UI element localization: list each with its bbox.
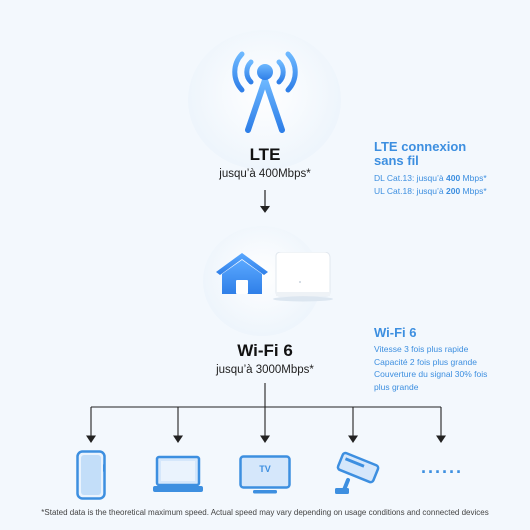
wifi-feature-4: plus grande <box>374 381 419 392</box>
lte-dl-line: DL Cat.13: jusqu’à 400 Mbps* <box>374 172 524 185</box>
lte-ul-line: UL Cat.18: jusqu’à 200 Mbps* <box>374 185 524 198</box>
security-camera-icon <box>335 451 380 494</box>
house-icon <box>216 253 268 294</box>
lte-ul-prefix: UL Cat.18: jusqu’à <box>374 185 446 196</box>
wifi-title: Wi-Fi 6 <box>237 341 293 360</box>
router-icon <box>273 252 333 302</box>
wifi-info-title: Wi-Fi 6 <box>374 325 417 340</box>
tv-icon <box>239 455 291 494</box>
wifi-feature-2: Capacité 2 fois plus grande <box>374 356 478 367</box>
cell-tower-icon <box>232 51 298 133</box>
wifi-info-panel: Wi-Fi 6 Vitesse 3 fois plus rapide Capac… <box>374 326 529 393</box>
lte-ul-unit: Mbps* <box>460 185 487 196</box>
footnote: *Stated data is the theoretical maximum … <box>41 508 489 517</box>
wifi-feature-3: Couverture du signal 30% fois <box>374 369 488 379</box>
lte-dl-unit: Mbps* <box>460 173 487 183</box>
lte-info-title-line1: LTE connexion <box>374 139 467 154</box>
wifi-feature-1: Vitesse 3 fois plus rapide <box>374 344 469 354</box>
down-arrow-icon <box>260 190 270 213</box>
lte-info-panel: LTE connexion sans fil DL Cat.13: jusqu’… <box>374 140 524 197</box>
wifi-speed: jusqu’à 3000Mbps* <box>216 364 314 376</box>
lte-speed: jusqu’à 400Mbps* <box>219 168 311 180</box>
lte-ul-value: 200 <box>445 185 461 196</box>
laptop-icon <box>153 455 203 492</box>
tower-circle-background <box>188 30 341 170</box>
phone-icon <box>76 450 106 500</box>
more-devices-indicator: ······ <box>421 462 463 482</box>
lte-dl-prefix: DL Cat.13: jusqu’à <box>374 173 446 183</box>
tv-label: TV <box>259 464 271 474</box>
lte-title: LTE <box>249 145 281 164</box>
device-connector-lines <box>85 383 447 443</box>
lte-dl-value: 400 <box>445 173 461 183</box>
lte-info-title-line2: sans fil <box>374 153 419 168</box>
